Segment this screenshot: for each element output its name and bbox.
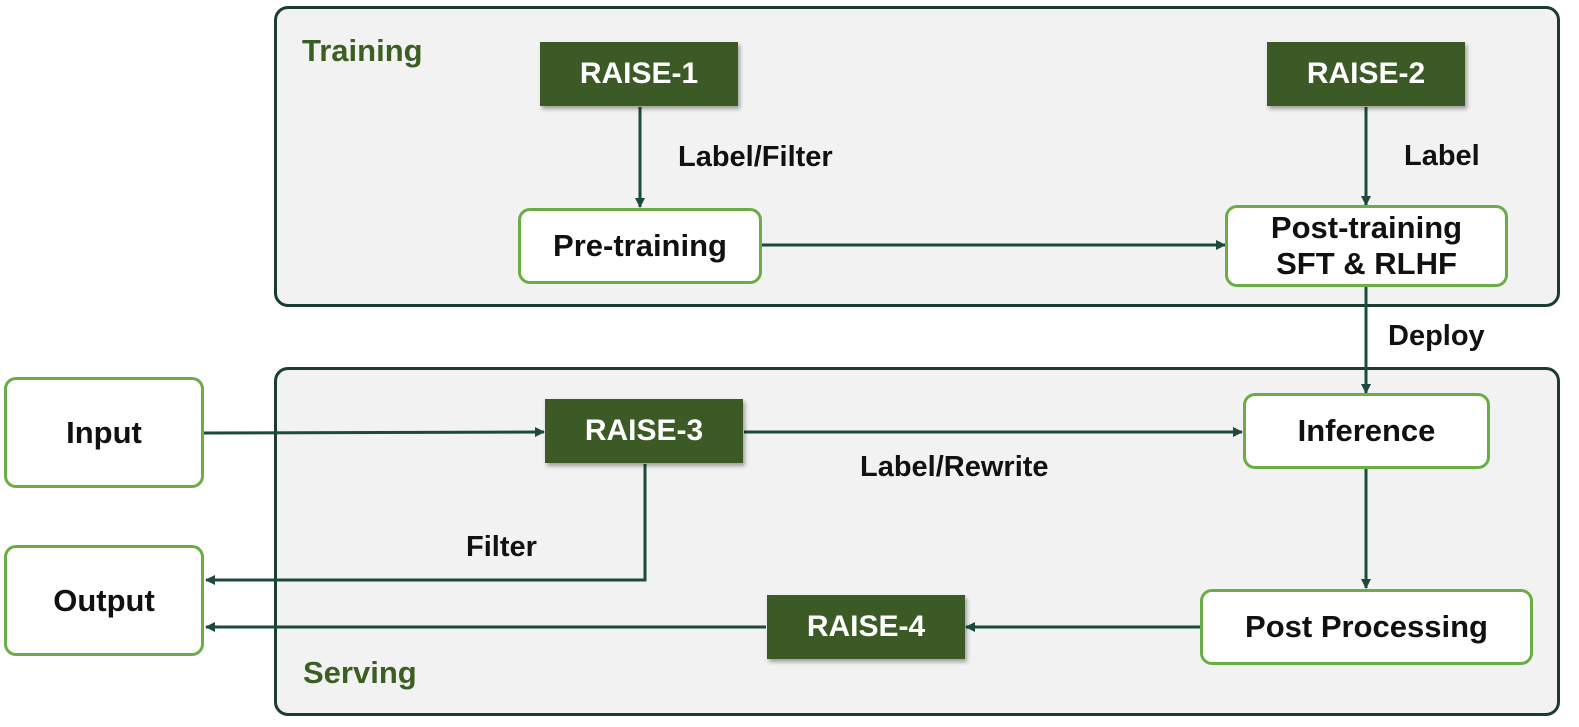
- raise-2-box: RAISE-2: [1267, 42, 1465, 106]
- input-label: Input: [66, 414, 142, 450]
- edge-label-filter: Filter: [466, 531, 537, 563]
- inference-box: Inference: [1243, 393, 1490, 469]
- raise-3-box: RAISE-3: [545, 399, 743, 463]
- postprocessing-label: Post Processing: [1245, 609, 1488, 645]
- edge-raise3-filter-to-output: [205, 464, 647, 585]
- postprocessing-box: Post Processing: [1200, 589, 1533, 665]
- edge-label-label-filter: Label/Filter: [678, 141, 833, 173]
- posttraining-label-line2: SFT & RLHF: [1276, 246, 1457, 281]
- input-box: Input: [4, 377, 204, 488]
- output-box: Output: [4, 545, 204, 656]
- training-panel-title: Training: [302, 33, 423, 68]
- edge-input-to-raise3: [203, 427, 545, 438]
- edge-label-label-rewrite: Label/Rewrite: [860, 451, 1049, 483]
- edge-label-deploy: Deploy: [1388, 320, 1485, 352]
- edge-label-label: Label: [1404, 140, 1480, 172]
- posttraining-label-line1: Post-training: [1270, 210, 1463, 246]
- output-label: Output: [53, 582, 155, 618]
- raise-1-box: RAISE-1: [540, 42, 738, 106]
- raise-4-box: RAISE-4: [767, 595, 965, 659]
- pretraining-label: Pre-training: [553, 228, 727, 264]
- serving-panel-title: Serving: [303, 655, 417, 690]
- pretraining-box: Pre-training: [518, 208, 762, 284]
- inference-label: Inference: [1297, 413, 1436, 449]
- posttraining-box: Post-training SFT & RLHF: [1225, 205, 1508, 287]
